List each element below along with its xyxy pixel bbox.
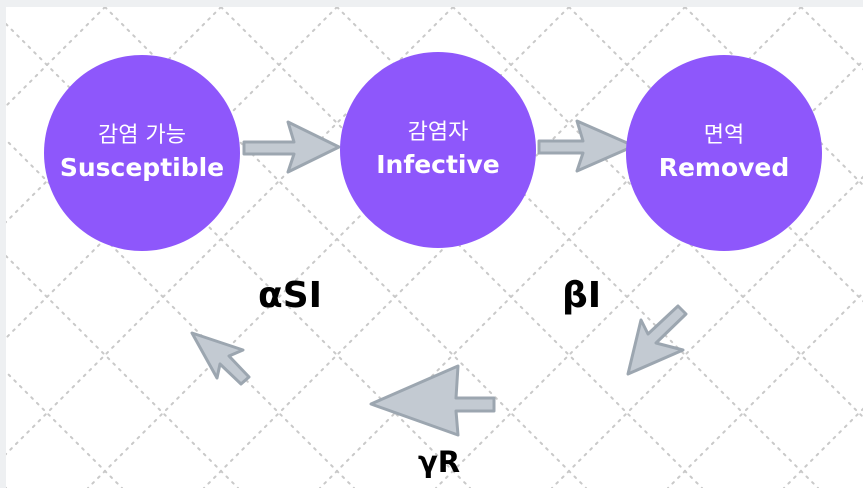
rate-infection-label: αSI bbox=[258, 275, 323, 316]
diagram-canvas: 감염 가능 Susceptible 감염자 Infective 면역 Remov… bbox=[6, 7, 863, 488]
node-removed: 면역 Removed bbox=[626, 55, 822, 251]
arrow-up-left-to-susceptible bbox=[190, 331, 251, 386]
node-infective-korean-label: 감염자 bbox=[407, 120, 469, 145]
rate-removal-label: βI bbox=[562, 275, 602, 316]
node-susceptible: 감염 가능 Susceptible bbox=[44, 55, 240, 251]
node-infective-english-label: Infective bbox=[376, 150, 500, 179]
node-removed-korean-label: 면역 bbox=[703, 123, 745, 148]
node-removed-english-label: Removed bbox=[658, 153, 790, 182]
arrow-removed-down-left bbox=[626, 304, 688, 376]
node-susceptible-english-label: Susceptible bbox=[59, 153, 225, 182]
transition-arrows bbox=[190, 119, 688, 437]
node-susceptible-korean-label: 감염 가능 bbox=[98, 123, 186, 148]
rate-immunity-loss-label: γR bbox=[418, 445, 461, 479]
arrow-infective-to-removed bbox=[537, 119, 636, 173]
node-infective: 감염자 Infective bbox=[340, 52, 536, 248]
arrow-susceptible-to-infective bbox=[242, 120, 341, 174]
arrow-bottom-leftward bbox=[369, 364, 496, 437]
